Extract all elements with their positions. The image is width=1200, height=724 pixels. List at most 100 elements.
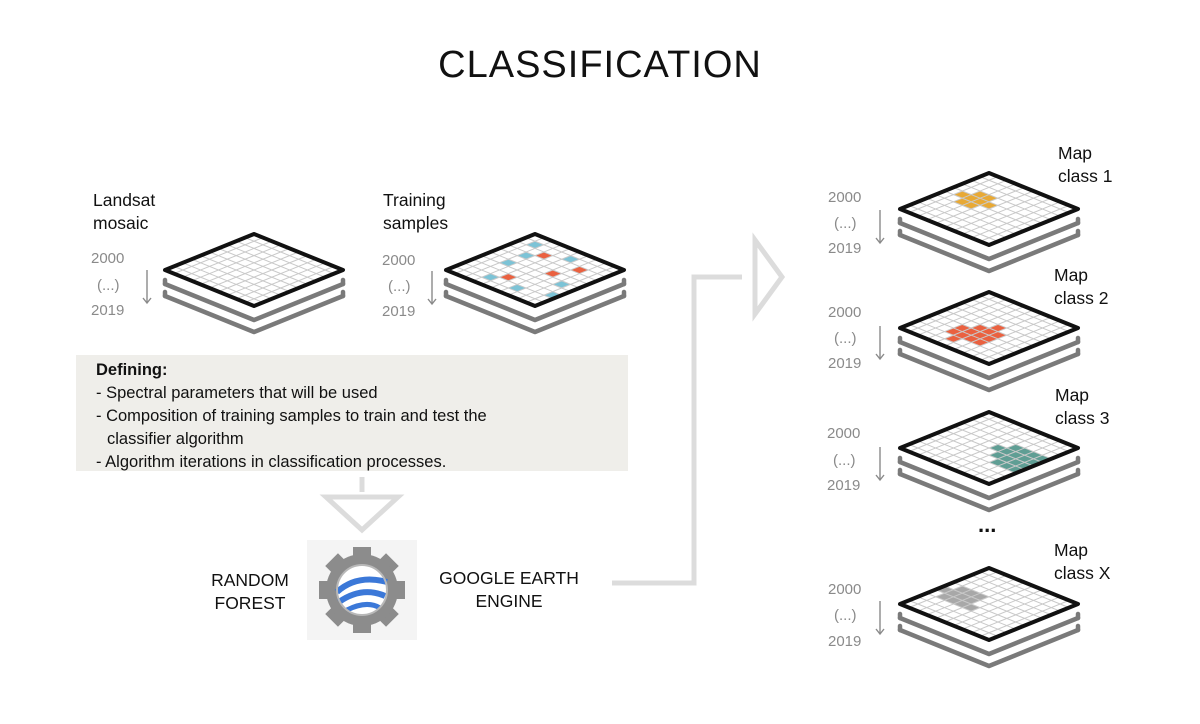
- map2-stack-grid-v-6: [935, 313, 1025, 351]
- landsat-year-mid: (...): [97, 277, 120, 294]
- training-stack: [443, 232, 627, 335]
- map1-stack-grid-u-7: [962, 197, 1052, 235]
- mapx-stack-layer-3: [897, 627, 1081, 669]
- landsat-stack-grid-u-9: [244, 265, 335, 303]
- map-class-x-label: Map class X: [1054, 539, 1110, 585]
- training-stack-grid-v-9: [454, 265, 545, 303]
- map2-stack-cell-11: [944, 328, 963, 336]
- map2-stack-grid-u-8: [971, 320, 1061, 358]
- landsat-stack: [162, 232, 346, 335]
- map2-year-start: 2000: [828, 304, 862, 321]
- landsat-mosaic-label: Landsat mosaic: [93, 189, 155, 235]
- map3-stack-grid-u-6: [953, 433, 1043, 471]
- map2-year-mid: (...): [834, 330, 857, 347]
- mapx-stack-layer-2: [897, 615, 1081, 657]
- map-class-1-line2: class 1: [1058, 166, 1113, 186]
- map1-stack-grid-v-5: [944, 190, 1034, 228]
- mapx-stack-grid-v-6: [935, 589, 1025, 627]
- globe-rim: [336, 564, 388, 616]
- landsat-stack-layer-2: [162, 281, 346, 323]
- map3-year-arrow-head: [875, 474, 885, 482]
- map2-stack-grid-u-9: [979, 323, 1070, 361]
- training-stack-layer-2: [443, 281, 627, 323]
- mapx-year-mid: (...): [834, 607, 857, 624]
- globe-band-3: [345, 602, 382, 613]
- random-forest-line1: RANDOM: [211, 570, 289, 590]
- mapx-stack-grid-v-7: [926, 592, 1016, 630]
- training-stack-grid-u-6: [499, 255, 589, 293]
- training-stack-outline: [444, 232, 626, 308]
- map1-year-arrow-head: [875, 237, 885, 245]
- map-class-3-label: Map class 3: [1055, 384, 1109, 430]
- mapx-stack-outline: [898, 566, 1080, 642]
- google-earth-engine-label: GOOGLE EARTH ENGINE: [424, 567, 594, 613]
- landsat-stack-grid-v-9: [173, 265, 264, 303]
- map1-year-mid: (...): [834, 215, 857, 232]
- training-samples-label: Training samples: [383, 189, 448, 235]
- map3-stack-grid-u-9: [979, 443, 1070, 481]
- defining-heading: Defining:: [96, 361, 168, 379]
- training-stack-grid-u-7: [508, 258, 598, 296]
- map1-stack-grid-v-7: [926, 197, 1016, 235]
- map3-stack-layer-3: [897, 471, 1081, 513]
- map2-stack-grid-v-7: [926, 316, 1016, 354]
- map3-stack-grid-v-6: [935, 433, 1025, 471]
- training-year-end: 2019: [382, 303, 416, 320]
- map3-stack-cell-15: [1006, 466, 1025, 474]
- map3-stack-grid-v-9: [908, 443, 999, 481]
- map3-stack-cell-8: [1006, 458, 1025, 466]
- map3-stack-cell-11: [1033, 455, 1052, 463]
- map2-stack-outline: [898, 290, 1080, 366]
- map-class-2-line2: class 2: [1054, 288, 1109, 308]
- landsat-stack-grid-u-6: [218, 255, 308, 293]
- map3-stack-cell-1: [1015, 448, 1034, 456]
- training-label-line1: Training: [383, 190, 446, 210]
- mapx-stack-grid-v-5: [944, 585, 1034, 623]
- map3-stack-cell-3: [997, 448, 1016, 456]
- defining-line-3: classifier algorithm: [107, 430, 244, 448]
- map2-stack-cell-8: [971, 338, 989, 346]
- training-label-line2: samples: [383, 213, 449, 233]
- map3-stack-outline: [898, 410, 1080, 486]
- map-class-2-line1: Map: [1054, 265, 1089, 285]
- landsat-year-start: 2000: [91, 250, 125, 267]
- landsat-year-arrow-head: [142, 297, 152, 305]
- map3-stack-grid-v-7: [926, 436, 1016, 474]
- training-year-mid: (...): [388, 278, 411, 295]
- map2-year-end: 2019: [828, 355, 862, 372]
- map2-stack-grid-v-5: [944, 309, 1034, 347]
- map2-year-arrow-head: [875, 353, 885, 361]
- map1-stack-outline: [898, 171, 1080, 247]
- training-stack-cell-4: [543, 270, 562, 278]
- landsat-label-line2: mosaic: [93, 213, 149, 233]
- map3-stack-layer-2: [897, 459, 1081, 501]
- map2-stack-grid-v-8: [917, 320, 1007, 358]
- map2-stack-cell-3: [962, 328, 981, 336]
- landsat-stack-grid-u-8: [236, 262, 326, 300]
- map2-stack: [897, 290, 1081, 393]
- map1-stack-grid-u-8: [971, 201, 1061, 239]
- diagram-title: CLASSIFICATION: [438, 44, 762, 86]
- more-maps-ellipsis: ...: [978, 512, 997, 537]
- mapx-stack-grid-u-9: [979, 599, 1070, 637]
- mapx-stack: [897, 566, 1081, 669]
- google-earth-engine-logo-icon: [307, 540, 417, 640]
- training-stack-grid-v-6: [481, 255, 571, 293]
- random-forest-label: RANDOM FOREST: [198, 569, 302, 615]
- map2-stack-grid-u-7: [962, 316, 1052, 354]
- map1-stack-grid-u-6: [953, 194, 1043, 232]
- random-forest-line2: FOREST: [214, 593, 286, 613]
- training-year-arrow-head: [427, 298, 437, 306]
- training-stack-cell-7: [552, 280, 571, 288]
- landsat-year-end: 2019: [91, 302, 125, 319]
- map1-stack-grid-u-9: [979, 204, 1070, 242]
- training-stack-grid-v-8: [463, 262, 553, 300]
- defining-text: Defining: - Spectral parameters that wil…: [96, 359, 487, 474]
- mapx-year-start: 2000: [828, 581, 862, 598]
- training-stack-grid-v-7: [472, 258, 562, 296]
- training-year-start: 2000: [382, 252, 416, 269]
- map-class-1-label: Map class 1: [1058, 142, 1112, 188]
- mapx-year-arrow-head: [875, 628, 885, 636]
- mapx-stack-grid-v-8: [917, 596, 1007, 634]
